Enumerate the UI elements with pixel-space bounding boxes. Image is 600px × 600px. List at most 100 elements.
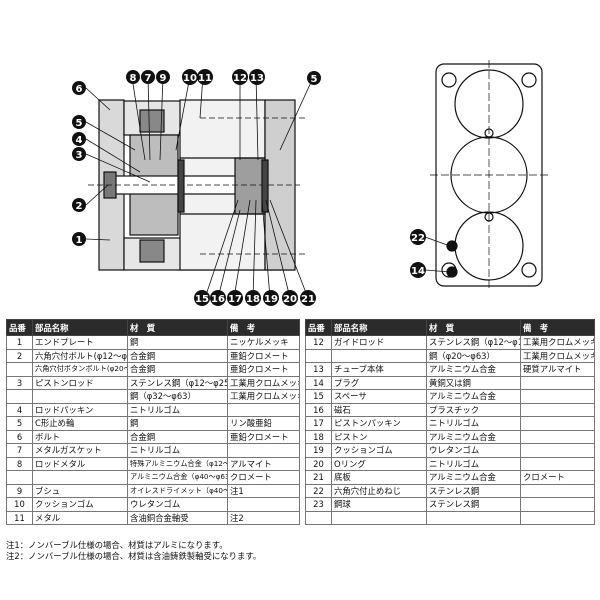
svg-text:1: 1 [76,235,83,246]
seal [261,159,269,213]
cell-name: ロッドメタル [32,456,128,471]
cell-remarks [227,402,300,417]
cell-remarks [520,497,595,512]
notes: 注1：ノンバーブル仕様の場合、材質はアルミになります。 注2：ノンバーブル仕様の… [6,540,261,562]
cell-remarks [520,416,595,431]
svg-text:14: 14 [411,266,425,277]
svg-text:20: 20 [283,294,297,305]
cell-no: 22 [305,483,332,498]
callout-14: 14 [410,262,426,278]
cell-name: 底板 [331,470,427,485]
cell-remarks: 注2 [227,510,300,525]
cell-material: アルミニウム合金（φ40～φ63） [127,470,228,485]
cell-no: 23 [305,497,332,512]
cell-name: ボルト [32,429,128,444]
cell-no: 6 [6,429,33,444]
cell-remarks: 亜鉛クロメート [227,362,300,377]
svg-text:2: 2 [76,201,83,212]
cell-material: 鋼 [127,416,228,431]
cell-no: 21 [305,470,332,485]
cell-remarks: クロメート [520,470,595,485]
cell-name: チューブ本体 [331,362,427,377]
cell-name [32,470,128,485]
cell-name: 磁石 [331,402,427,417]
cell-material [426,510,521,525]
cell-no: 9 [6,483,33,498]
header-name: 部品名称 [32,319,128,336]
cell-remarks [227,443,300,458]
cell-name: スペーサ [331,389,427,404]
cell-name: Oリング [331,456,427,471]
cell-no: 18 [305,429,332,444]
cell-no [6,470,33,485]
cell-no [6,362,33,377]
header-no: 品番 [6,319,33,336]
cell-material: オイレスドライメット（φ40～φ63） [127,483,228,498]
cell-remarks: 工業用クロムメッキ [227,389,300,404]
callout-4: 4 [72,132,86,146]
cell-remarks: ニッケルメッキ [227,335,300,350]
cell-material: 合金鋼 [127,362,228,377]
cell-material: 鋼 [127,335,228,350]
cell-no: 15 [305,389,332,404]
cell-remarks: リン酸亜鉛 [227,416,300,431]
cell-remarks: 亜鉛クロメート [227,429,300,444]
callout-2: 2 [72,198,86,212]
table-row: 9ブシュオイレスドライメット（φ40～φ63）注122六角穴付止めねじステンレス… [6,483,595,498]
cell-no: 4 [6,402,33,417]
cross-section-drawing: 6 5 4 3 2 1 8 7 9 10 11 12 13 5 15 16 17… [72,60,548,306]
callout-22: 22 [410,229,426,245]
bolt-top [139,109,165,133]
table-row: 1エンドプレート鋼ニッケルメッキ12ガイドロッドステンレス鋼（φ12～φ16）工… [6,335,595,350]
cell-material: ニトリルゴム [426,456,521,471]
cell-name: ブシュ [32,483,128,498]
table-row: 8ロッドメタル特殊アルミニウム合金（φ12～φ32）アルマイト20Oリングニトリ… [6,456,595,471]
cell-name: ロッドパッキン [32,402,128,417]
cell-remarks [520,402,595,417]
svg-text:21: 21 [301,294,315,305]
cell-material: プラスチック [426,402,521,417]
callout-9: 9 [156,70,170,84]
cell-name: ガイドロッド [331,335,427,350]
callout-20: 20 [282,290,298,306]
cell-no: 10 [6,497,33,512]
svg-text:8: 8 [130,73,137,84]
callout-1: 1 [72,232,86,246]
callout-6: 6 [72,81,86,95]
cell-material: ウレタンゴム [426,443,521,458]
cell-name: クッションゴム [32,497,128,512]
cell-name: ピストンパッキン [331,416,427,431]
leader-lines-right [424,236,451,273]
cell-material: 含油銅合金軸受 [127,510,228,525]
svg-text:19: 19 [264,294,278,305]
header-remarks: 備 考 [227,319,300,336]
cell-name: エンドプレート [32,335,128,350]
table-row: 2六角穴付ボルト(φ12～φ16)合金鋼亜鉛クロメート鋼（φ20～φ63）工業用… [6,348,595,363]
callout-19: 19 [263,290,279,306]
cell-no: 1 [6,335,33,350]
note-2: 注2：ノンバーブル仕様の場合、材質は含油鋳鉄製軸受になります。 [6,551,262,561]
cell-no: 11 [6,510,33,525]
table-row: 六角穴付ボタンボルト(φ20～φ63)合金鋼亜鉛クロメート13チューブ本体アルミ… [6,362,595,377]
header-remarks: 備 考 [520,319,595,336]
cell-material: ステンレス鋼 [426,483,521,498]
header-name: 部品名称 [331,319,427,336]
cell-material: ニトリルゴム [127,443,228,458]
cell-material: 鋼（φ20～φ63） [426,348,521,363]
cell-no [305,348,332,363]
cell-remarks [520,456,595,471]
cell-remarks [520,510,595,525]
svg-text:11: 11 [198,73,212,84]
svg-text:9: 9 [160,73,167,84]
cell-material: ステンレス鋼（φ12～φ25） [127,375,228,390]
cell-material: 合金鋼 [127,348,228,363]
svg-text:10: 10 [183,73,197,84]
cell-name: プラグ [331,375,427,390]
svg-text:4: 4 [76,135,83,146]
